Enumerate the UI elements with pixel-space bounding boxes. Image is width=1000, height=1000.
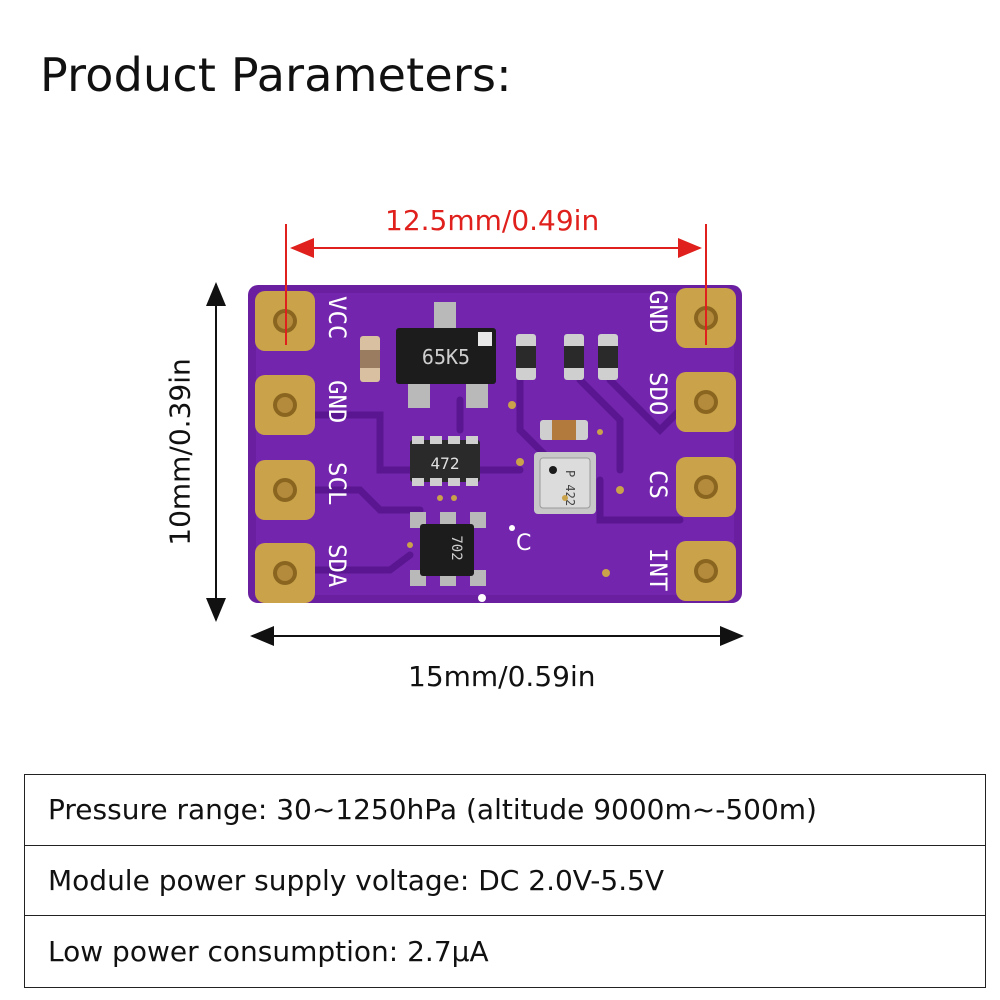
right-pin-labels: GND SDO CS INT xyxy=(644,290,672,591)
resistor-array-marking: 472 xyxy=(431,454,460,473)
param-row-power: Low power consumption: 2.7μA xyxy=(48,934,489,968)
dimension-top xyxy=(285,224,707,345)
board-illustration: VCC GND SCL SDA GND SDO CS INT 65K5 xyxy=(206,224,744,646)
dimension-top-label: 12.5mm/0.49in xyxy=(385,204,600,237)
param-row-voltage: Module power supply voltage: DC 2.0V-5.5… xyxy=(25,846,985,916)
product-figure: VCC GND SCL SDA GND SDO CS INT 65K5 xyxy=(163,204,744,693)
param-row-pressure: Pressure range: 30~1250hPa (altitude 900… xyxy=(25,775,985,846)
pin-label-gnd-left: GND xyxy=(323,380,351,423)
dimension-height-label: 10mm/0.39in xyxy=(163,358,197,546)
parameters-table: Pressure range: 30~1250hPa (altitude 900… xyxy=(24,774,986,988)
vias xyxy=(407,401,624,577)
capacitors xyxy=(360,334,618,440)
ic-marking: 702 xyxy=(448,535,464,560)
ic-chip: 702 xyxy=(410,512,486,602)
pin-label-cs: CS xyxy=(644,470,672,499)
page-title: Product Parameters: xyxy=(40,48,512,102)
pin-label-sdo: SDO xyxy=(644,372,672,415)
pcb-traces xyxy=(296,376,684,574)
silkscreen-c: C xyxy=(516,531,531,556)
dimension-bottom-label: 15mm/0.59in xyxy=(408,660,596,693)
pressure-sensor: P 422 xyxy=(534,452,596,514)
regulator-marking: 65K5 xyxy=(422,345,470,369)
resistor-array: 472 xyxy=(410,436,480,486)
left-pads xyxy=(255,291,315,603)
regulator-chip: 65K5 xyxy=(396,302,496,408)
pin-label-vcc: VCC xyxy=(323,296,351,339)
pin-label-int: INT xyxy=(644,548,672,591)
left-pin-labels: VCC GND SCL SDA xyxy=(323,296,351,588)
pin-label-scl: SCL xyxy=(323,462,351,505)
pin-label-sda: SDA xyxy=(323,544,351,588)
pin-label-gnd-right: GND xyxy=(644,290,672,333)
